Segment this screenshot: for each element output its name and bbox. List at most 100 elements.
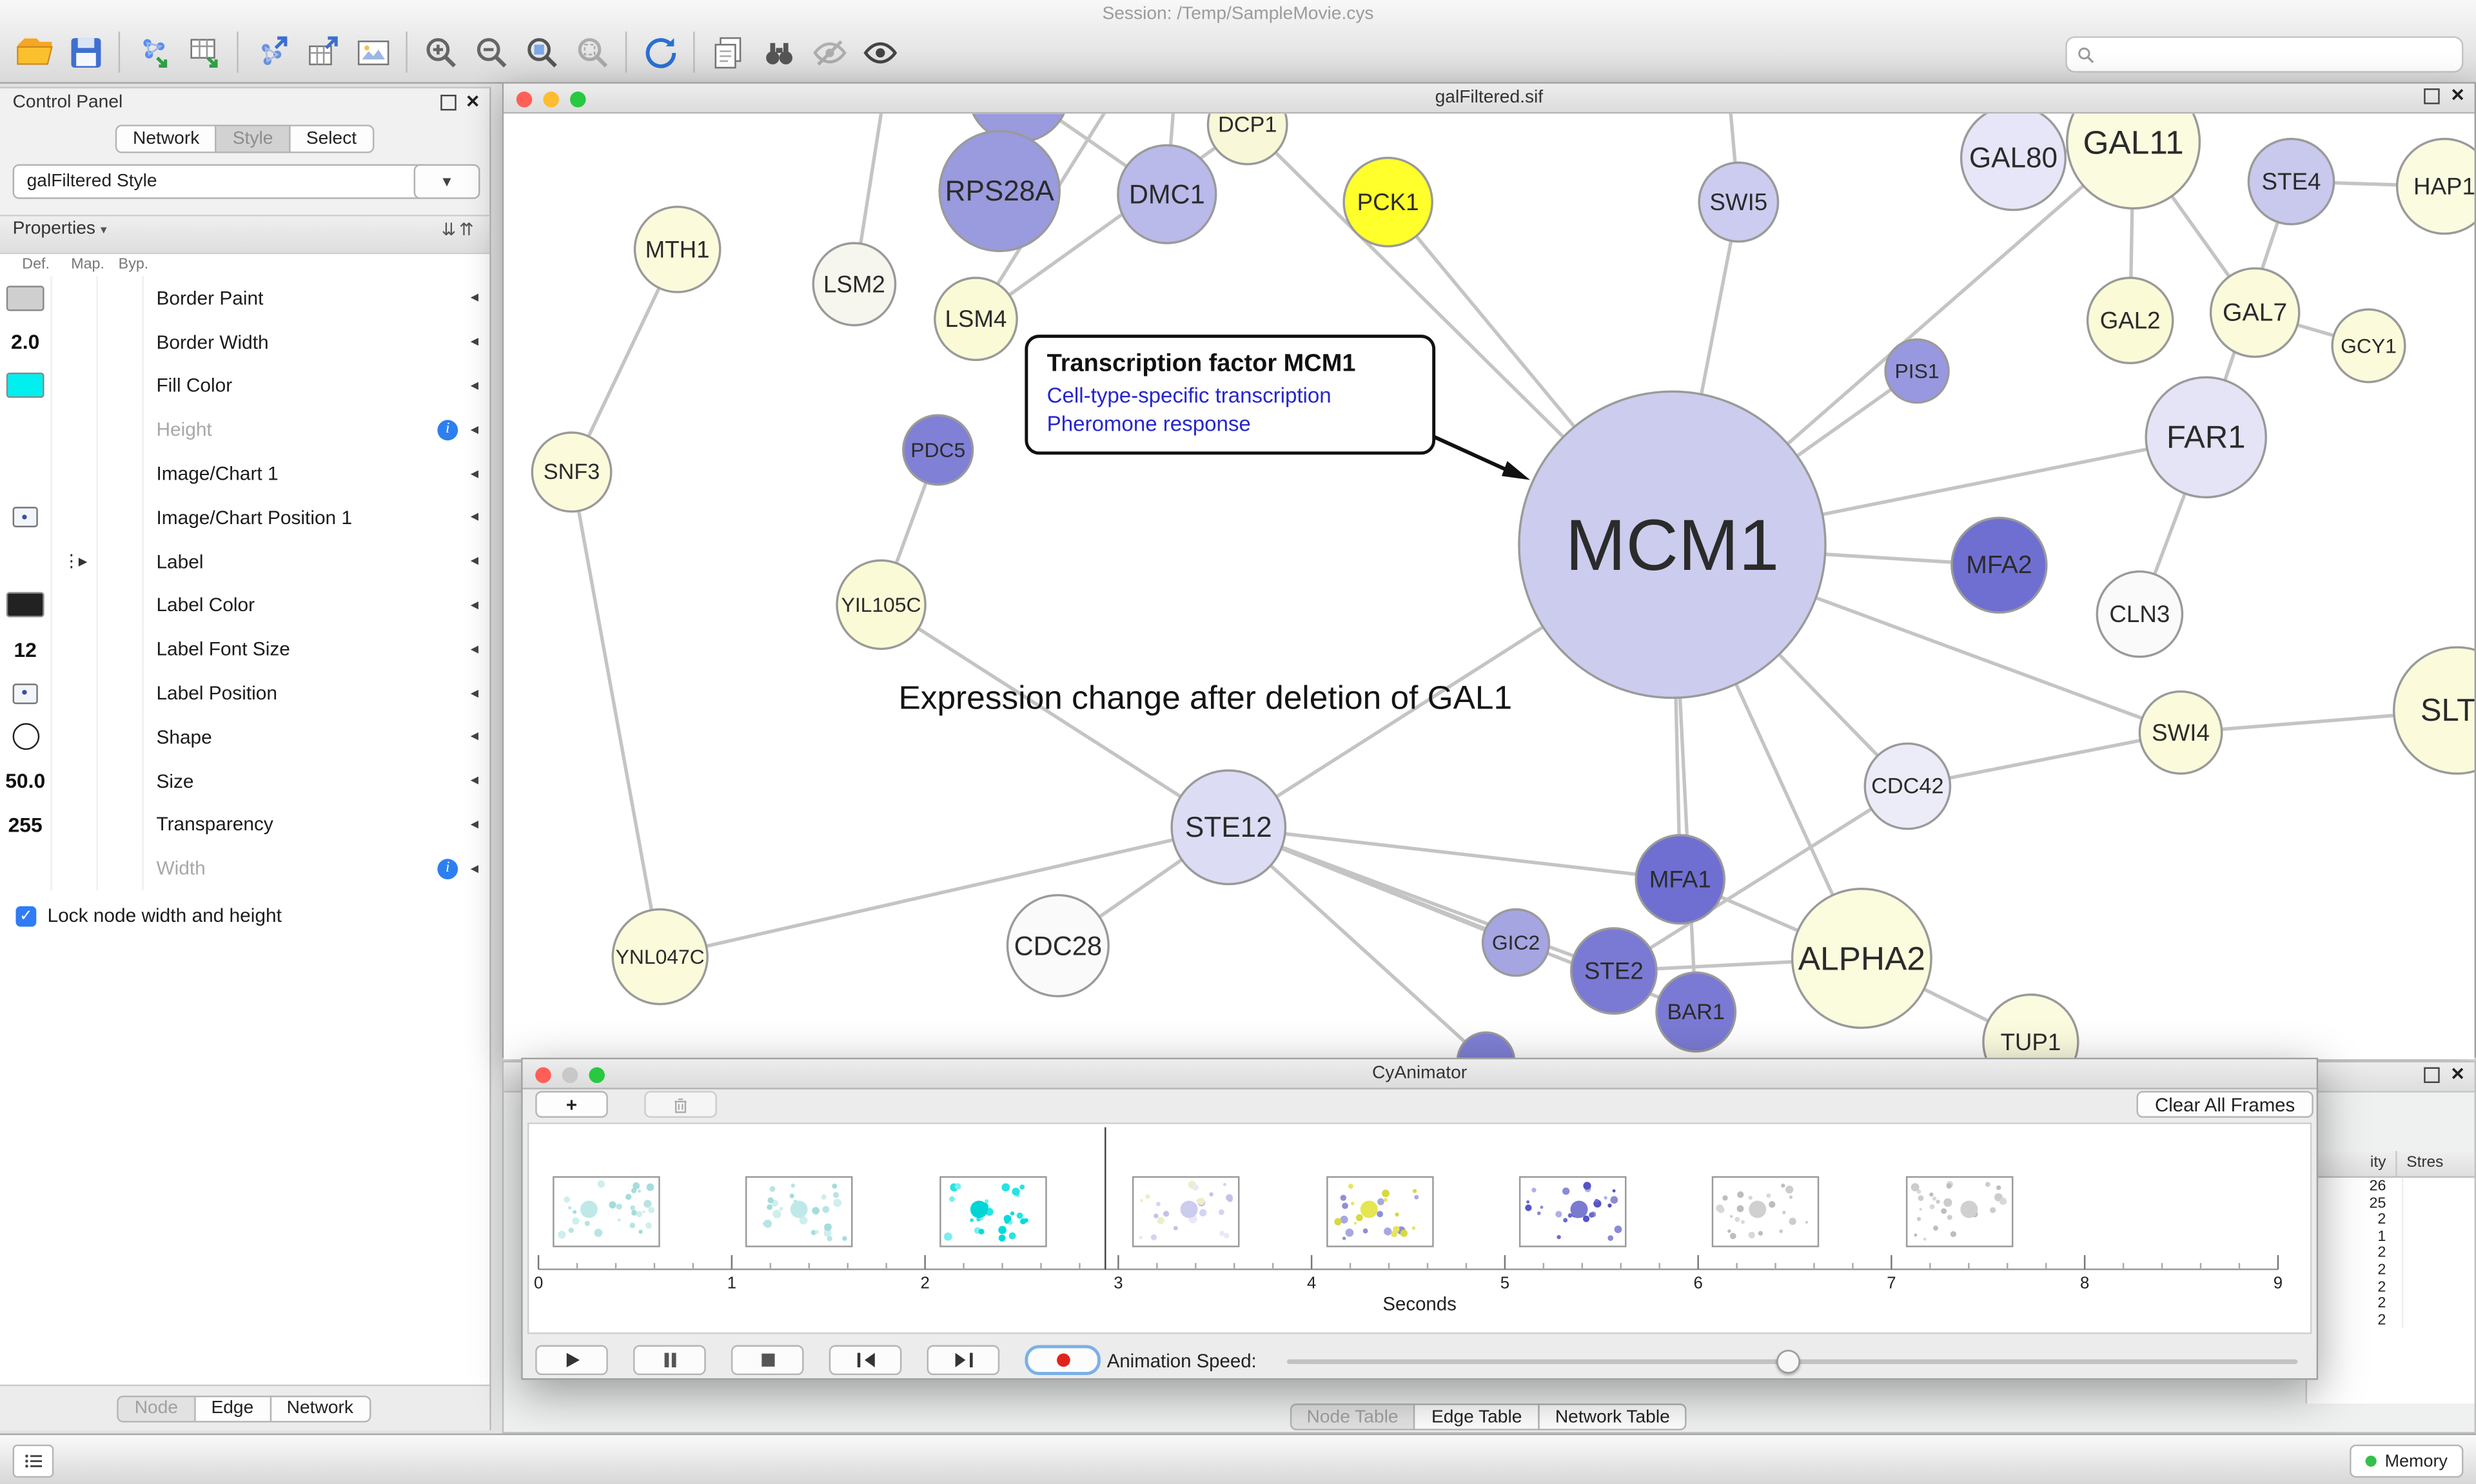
- network-node-pis1[interactable]: [1884, 338, 1950, 404]
- network-edge[interactable]: [660, 825, 1229, 959]
- annotation-link-1[interactable]: Cell-type-specific transcription: [1046, 384, 1331, 407]
- network-node-swi4[interactable]: [2138, 690, 2223, 775]
- float-table-panel-icon[interactable]: [2423, 1067, 2440, 1084]
- network-edge[interactable]: [852, 113, 899, 285]
- position-icon[interactable]: [12, 507, 38, 528]
- network-node-ste12[interactable]: [1170, 769, 1287, 886]
- expand-row-icon[interactable]: ◂: [470, 465, 479, 483]
- network-node-pdc5[interactable]: [902, 414, 974, 486]
- zoom-window-icon[interactable]: [570, 90, 586, 107]
- network-node-gal2[interactable]: [2086, 277, 2174, 364]
- table-row[interactable]: 2: [2307, 1278, 2475, 1296]
- network-edge[interactable]: [1613, 785, 1909, 973]
- table-row[interactable]: 1: [2307, 1227, 2475, 1245]
- cyanimator-titlebar[interactable]: CyAnimator: [522, 1059, 2317, 1089]
- search-field[interactable]: [2065, 36, 2464, 73]
- open-session-icon[interactable]: [10, 27, 60, 77]
- expand-row-icon[interactable]: ◂: [470, 596, 479, 614]
- tab-edge-table[interactable]: Edge Table: [1414, 1403, 1540, 1430]
- style-property-row[interactable]: Fill Color◂: [0, 364, 490, 408]
- memory-button[interactable]: Memory: [2350, 1444, 2464, 1478]
- style-property-row[interactable]: Shape◂: [0, 715, 490, 759]
- network-node-cdc42[interactable]: [1863, 742, 1952, 830]
- zoom-in-icon[interactable]: [415, 27, 466, 77]
- default-value[interactable]: 50.0: [5, 769, 46, 793]
- close-window-icon[interactable]: [535, 1066, 551, 1082]
- tab-network[interactable]: Network: [115, 124, 217, 153]
- style-property-row[interactable]: Label Color◂: [0, 583, 490, 628]
- lock-dimensions-checkbox[interactable]: ✓: [15, 905, 37, 926]
- default-value-swatch[interactable]: [6, 592, 44, 618]
- style-property-row[interactable]: ⋮▸Label◂: [0, 540, 490, 584]
- network-node-mfa2[interactable]: [1950, 516, 2048, 614]
- collapse-expand-all-icons[interactable]: ⇊⇈: [441, 220, 477, 240]
- style-options-button[interactable]: ▼: [413, 164, 480, 199]
- network-edge[interactable]: [974, 123, 1249, 320]
- close-view-icon[interactable]: ✕: [2450, 86, 2465, 106]
- tab-node-style[interactable]: Node: [117, 1394, 195, 1422]
- default-value[interactable]: 12: [14, 637, 37, 661]
- refresh-layout-icon[interactable]: [634, 27, 685, 77]
- network-node-tup1[interactable]: [1982, 993, 2079, 1060]
- network-node-ste4[interactable]: [2247, 137, 2335, 226]
- ellipse-shape-icon[interactable]: [12, 723, 39, 751]
- show-all-icon[interactable]: [854, 27, 905, 77]
- table-row[interactable]: 26: [2307, 1177, 2475, 1195]
- info-icon[interactable]: i: [437, 858, 458, 879]
- expand-row-icon[interactable]: ◂: [470, 816, 479, 834]
- style-property-row[interactable]: Border Paint◂: [0, 276, 490, 320]
- network-node-bar1[interactable]: [1655, 971, 1737, 1053]
- zoom-fit-icon[interactable]: [516, 27, 567, 77]
- tab-style[interactable]: Style: [215, 124, 291, 153]
- default-value[interactable]: 2.0: [11, 330, 40, 355]
- expand-row-icon[interactable]: ◂: [470, 772, 479, 790]
- float-panel-icon[interactable]: [440, 94, 457, 111]
- expand-row-icon[interactable]: ◂: [470, 860, 479, 878]
- record-button[interactable]: [1025, 1345, 1101, 1376]
- frame-thumbnail-1[interactable]: [745, 1176, 854, 1247]
- network-window-titlebar[interactable]: galFiltered.sif ✕: [504, 83, 2475, 114]
- add-frame-button[interactable]: +: [535, 1091, 608, 1118]
- position-icon[interactable]: [12, 683, 38, 704]
- network-node-lsm2[interactable]: [812, 242, 897, 327]
- default-value-swatch[interactable]: [6, 373, 44, 399]
- network-node-cln3[interactable]: [2096, 570, 2184, 658]
- clear-all-frames-button[interactable]: Clear All Frames: [2136, 1091, 2314, 1118]
- network-node-gal80[interactable]: [1960, 113, 2067, 211]
- frame-thumbnail-3[interactable]: [1132, 1176, 1240, 1247]
- default-value[interactable]: 255: [8, 813, 43, 837]
- network-node-snf3[interactable]: [531, 431, 613, 513]
- zoom-out-icon[interactable]: [466, 27, 516, 77]
- animation-speed-slider-thumb[interactable]: [1776, 1349, 1800, 1374]
- delete-frame-button[interactable]: [644, 1091, 717, 1118]
- network-node-alpha2[interactable]: [1791, 888, 1932, 1030]
- find-icon[interactable]: [753, 27, 803, 77]
- network-node-swi5[interactable]: [1698, 161, 1780, 243]
- import-network-icon[interactable]: [128, 27, 178, 77]
- network-node-ncut2[interactable]: [1456, 1031, 1516, 1060]
- hide-selected-icon[interactable]: [804, 27, 854, 77]
- close-table-panel-icon[interactable]: ✕: [2450, 1066, 2465, 1085]
- network-node-gic2[interactable]: [1481, 908, 1551, 977]
- zoom-window-icon[interactable]: [589, 1066, 605, 1082]
- network-node-gal7[interactable]: [2209, 267, 2301, 358]
- frame-thumbnail-7[interactable]: [1905, 1176, 2013, 1247]
- network-edge[interactable]: [569, 471, 662, 957]
- network-node-rps28a[interactable]: [938, 130, 1061, 253]
- table-row[interactable]: 2: [2307, 1311, 2475, 1329]
- export-image-icon[interactable]: [348, 27, 398, 77]
- float-view-icon[interactable]: [2423, 88, 2440, 104]
- style-property-row[interactable]: Image/Chart 1◂: [0, 451, 490, 496]
- pause-button[interactable]: [633, 1345, 706, 1376]
- network-node-yil105c[interactable]: [836, 559, 927, 650]
- network-node-dcp1[interactable]: [1206, 113, 1288, 166]
- network-node-mth1[interactable]: [633, 206, 722, 293]
- style-selector-combo[interactable]: galFiltered Style ▾: [12, 164, 430, 199]
- frame-thumbnail-0[interactable]: [553, 1176, 660, 1247]
- duplicate-view-icon[interactable]: [703, 27, 753, 77]
